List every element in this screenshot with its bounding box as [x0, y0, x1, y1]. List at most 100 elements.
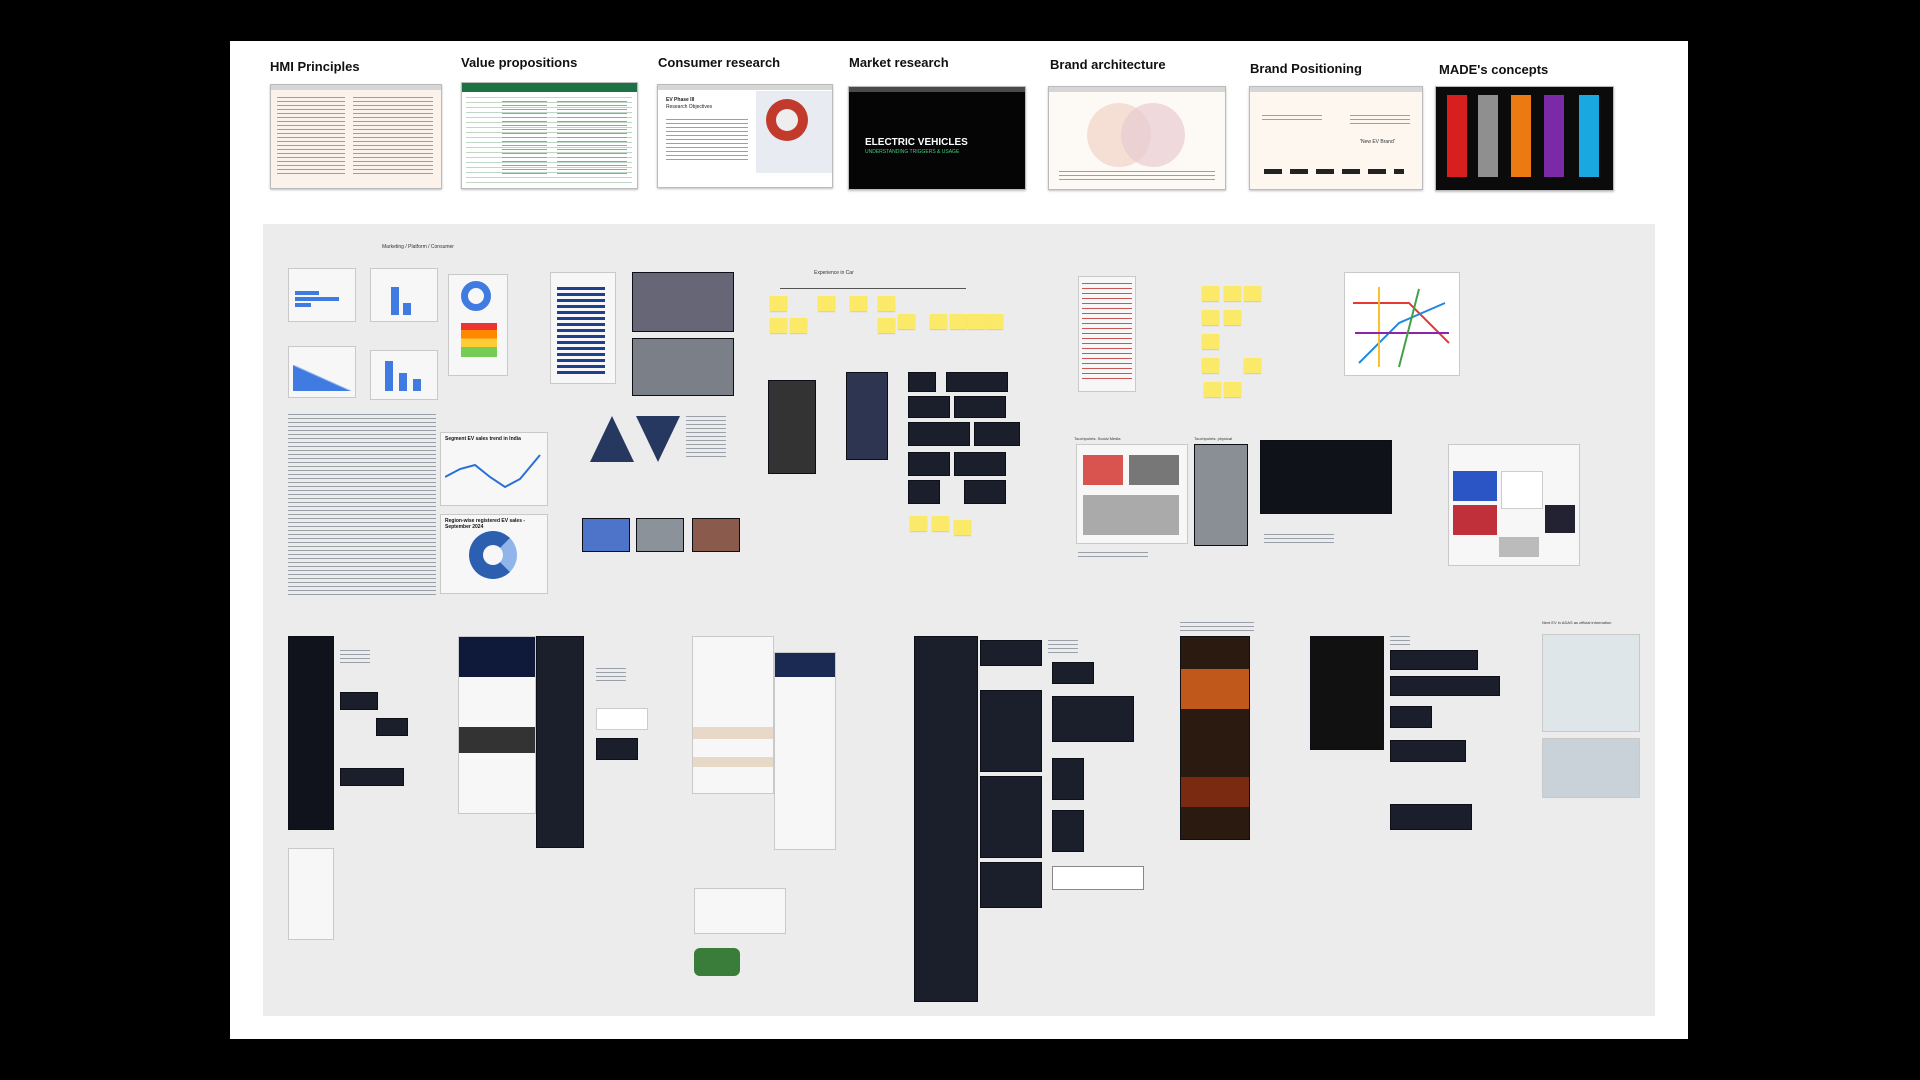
funnel-diagram	[590, 412, 730, 472]
timeline-line	[780, 288, 966, 289]
region-donut-chart[interactable]: Region-wise registered EV sales - Septem…	[440, 514, 548, 594]
sticky-note[interactable]	[1224, 382, 1241, 397]
car-interior-photo[interactable]	[1542, 738, 1640, 798]
sticky-note[interactable]	[1202, 358, 1219, 373]
app-screens[interactable]	[846, 372, 888, 460]
sticky-note[interactable]	[1244, 286, 1261, 301]
bar-ranking-card[interactable]	[550, 272, 616, 384]
consumer-thumb-line1: EV Phase III	[666, 97, 695, 103]
market-thumb-subtitle: UNDERSTANDING TRIGGERS & USAGE	[865, 149, 960, 155]
annotation-column	[1390, 636, 1520, 836]
sticky-note[interactable]	[986, 314, 1003, 329]
ev-sales-line	[445, 454, 541, 489]
website-screenshot[interactable]	[458, 636, 536, 814]
in-car-screens-grid[interactable]	[908, 372, 1048, 512]
sticky-note[interactable]	[1224, 286, 1241, 301]
sticky-note[interactable]	[950, 314, 967, 329]
annotation-column	[596, 668, 656, 788]
thumbnail-value-propositions[interactable]	[461, 82, 638, 189]
chart-card[interactable]	[288, 346, 356, 398]
news-card[interactable]	[636, 518, 684, 552]
thumbnail-hmi-principles[interactable]	[270, 84, 442, 189]
sticky-note[interactable]	[910, 516, 927, 531]
sticky-note[interactable]	[770, 296, 787, 311]
sticky-note[interactable]	[968, 314, 985, 329]
sticky-note[interactable]	[930, 314, 947, 329]
research-notes-text	[288, 414, 436, 596]
screen-thumb[interactable]	[980, 690, 1042, 772]
note-text	[1180, 622, 1254, 632]
region-donut-title: Region-wise registered EV sales - Septem…	[445, 518, 526, 530]
sticky-note[interactable]	[878, 296, 895, 311]
car-image[interactable]	[694, 948, 740, 976]
sticky-note[interactable]	[770, 318, 787, 333]
header-brand-positioning: Brand Positioning	[1250, 61, 1362, 76]
sticky-note[interactable]	[878, 318, 895, 333]
annotation-column	[1048, 640, 1144, 920]
thumbnail-market-research[interactable]: ELECTRIC VEHICLES UNDERSTANDING TRIGGERS…	[848, 86, 1026, 190]
thumbnail-brand-positioning[interactable]: 'New EV Brand'	[1249, 86, 1423, 190]
header-brand-architecture: Brand architecture	[1050, 57, 1166, 72]
touchpoints-physical-label: Touchpoints: physical	[1194, 436, 1233, 441]
header-market-research: Market research	[849, 55, 949, 70]
sticky-note[interactable]	[898, 314, 915, 329]
sticky-note[interactable]	[1202, 286, 1219, 301]
sticky-note[interactable]	[818, 296, 835, 311]
chart-card[interactable]	[370, 350, 438, 400]
market-thumb-title: ELECTRIC VEHICLES	[865, 137, 968, 148]
social-media-collage[interactable]	[1076, 444, 1188, 544]
annotation-column	[340, 650, 410, 786]
header-value-propositions: Value propositions	[461, 55, 578, 70]
header-hmi-principles: HMI Principles	[270, 59, 360, 74]
sticky-note[interactable]	[1204, 382, 1221, 397]
note-text	[1078, 552, 1148, 560]
sticky-note[interactable]	[1202, 310, 1219, 325]
website-screenshot[interactable]	[1310, 636, 1384, 750]
metro-map[interactable]	[1344, 272, 1460, 376]
sticky-note[interactable]	[1224, 310, 1241, 325]
street-photo[interactable]	[632, 272, 734, 332]
spec-table[interactable]	[694, 888, 786, 934]
website-screenshot[interactable]	[536, 636, 584, 848]
website-screenshot[interactable]	[774, 652, 836, 850]
website-screenshot[interactable]	[288, 636, 334, 830]
persona-table[interactable]	[1078, 276, 1136, 392]
header-made-concepts: MADE's concepts	[1439, 62, 1549, 77]
screen-thumb[interactable]	[980, 640, 1042, 666]
website-screenshot[interactable]	[914, 636, 978, 1002]
thumbnail-made-concepts[interactable]	[1435, 86, 1614, 191]
street-photo[interactable]	[632, 338, 734, 396]
website-screenshot[interactable]	[1180, 636, 1250, 840]
web-collage[interactable]	[1448, 444, 1580, 566]
dark-screens-grid[interactable]	[1260, 440, 1392, 514]
sticky-note[interactable]	[850, 296, 867, 311]
screen-thumb[interactable]	[980, 862, 1042, 908]
note-ev-adas: Next EV in ADAS as official information	[1542, 620, 1612, 625]
website-screenshot[interactable]	[692, 636, 774, 794]
brand-pos-label: 'New EV Brand'	[1360, 139, 1395, 145]
ev-sales-trend-title: Segment EV sales trend in India	[445, 436, 521, 442]
consumer-thumb-line2: Research Objectives	[666, 104, 713, 110]
thumbnail-consumer-research[interactable]: EV Phase III Research Objectives	[657, 84, 833, 188]
sticky-note[interactable]	[1202, 334, 1219, 349]
app-screens[interactable]	[768, 380, 816, 474]
ev-sales-trend-chart[interactable]: Segment EV sales trend in India	[440, 432, 548, 506]
sticky-note[interactable]	[1244, 358, 1261, 373]
car-interior-photo[interactable]	[1542, 634, 1640, 732]
screen-thumb[interactable]	[980, 776, 1042, 858]
physical-touchpoint-photo[interactable]	[1194, 444, 1248, 546]
chart-card[interactable]	[288, 268, 356, 322]
news-card[interactable]	[692, 518, 740, 552]
website-screenshot[interactable]	[288, 848, 334, 940]
experience-in-car-label: Experience in Car	[814, 270, 854, 276]
thumbnail-brand-architecture[interactable]	[1048, 86, 1226, 190]
chart-card[interactable]	[370, 268, 438, 322]
sticky-note[interactable]	[954, 520, 971, 535]
note-text	[1264, 534, 1334, 544]
sticky-note[interactable]	[932, 516, 949, 531]
header-consumer-research: Consumer research	[658, 55, 781, 70]
news-card[interactable]	[582, 518, 630, 552]
canvas-section-label: Marketing / Platform / Consumer	[382, 244, 454, 250]
sticky-note[interactable]	[790, 318, 807, 333]
donut-chart-card[interactable]	[448, 274, 508, 376]
